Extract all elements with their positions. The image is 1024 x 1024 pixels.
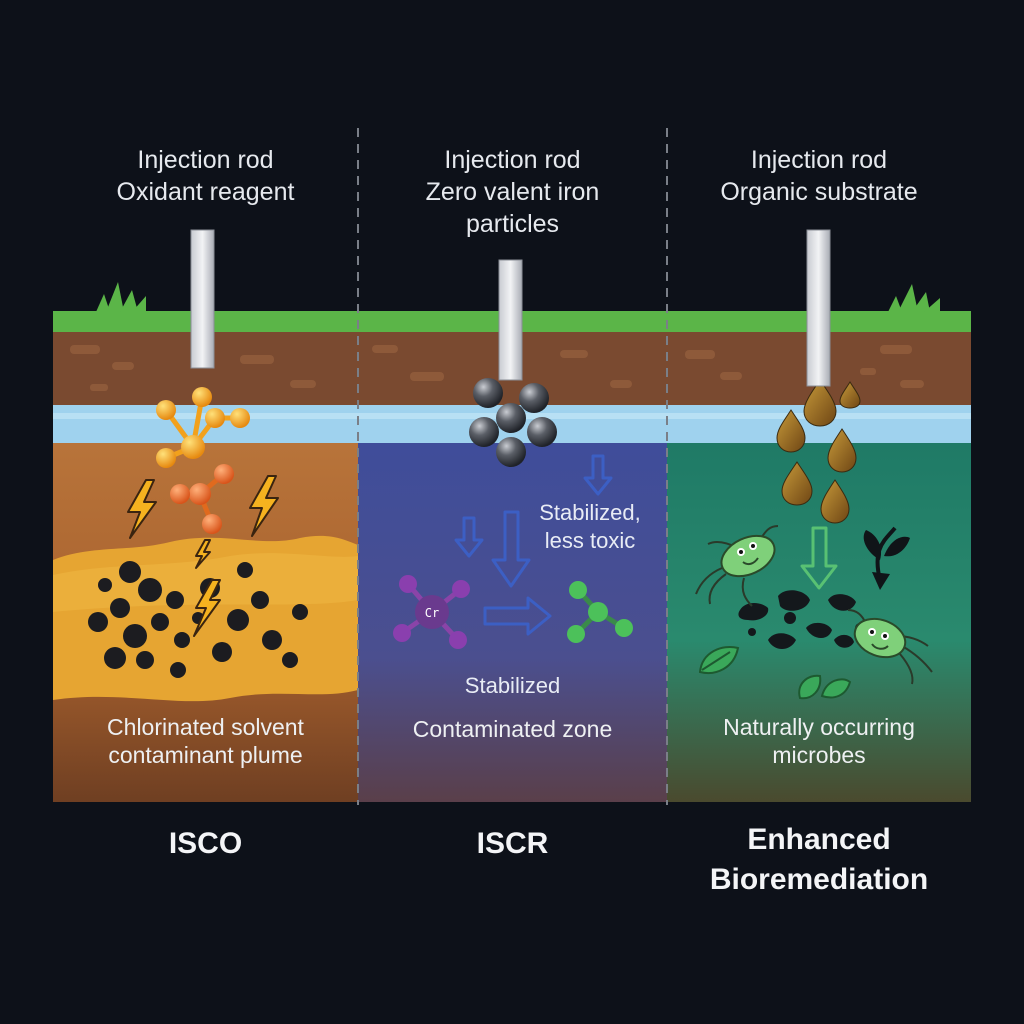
arrow-down-icon [491,510,531,588]
sprout-icon [863,530,910,560]
bio-rod-label: Injection rod Organic substrate [667,144,971,208]
stabilized-molecule [567,581,633,643]
bio-saturated-zone [667,443,971,802]
bio-method-title: Enhanced Bioremediation [667,820,971,900]
reagent-label-line: particles [465,210,560,238]
oxidant-molecule-lower [170,464,234,534]
soil-pebbles [70,345,924,391]
arrow-down-icon [800,526,838,590]
method-title-line: Enhanced [747,823,891,856]
grass-tuft-left [96,282,146,312]
curved-arrow-icon [875,526,897,581]
reagent-label-line: Organic substrate [720,178,918,206]
iscr-arrows [454,454,613,636]
bio-zone-label: Naturally occurring microbes [667,713,971,769]
bio-injection-rod [806,229,831,387]
annotation-line: Stabilized, [539,500,641,525]
grass-tuft-right [888,284,940,312]
zone-label-line: Naturally occurring [723,714,915,740]
zone-label-line: microbes [772,742,866,768]
iscr-injection-rod [498,259,523,381]
lightning-icon [127,475,279,637]
zone-label-line: Chlorinated solvent [107,714,304,740]
reagent-label-line: Zero valent iron [425,178,600,206]
arrow-down-icon [454,516,484,558]
leaf-icon [698,646,852,700]
microbe-icon [847,609,933,685]
chromium-molecule: Cr [393,575,470,649]
isco-injection-rod [190,229,215,369]
iscr-method-title: ISCR [476,827,549,860]
chromium-label: Cr [425,606,439,620]
contaminant-blobs [88,561,308,678]
microbe-icon [695,525,779,607]
arrow-down-icon [583,454,613,496]
isco-rod-label: Injection rod Oxidant reagent [53,144,358,208]
isco-method-title: ISCO [168,827,243,860]
arrow-right-icon [483,596,552,636]
oxidant-molecule-upper [156,387,250,468]
reagent-label-line: Oxidant reagent [116,178,295,206]
iscr-rod-label: Injection rod Zero valent iron particles [358,144,667,240]
stabilized-label: Stabilized [464,673,561,698]
method-title-line: Bioremediation [709,863,929,896]
rod-label-line: Injection rod [137,146,274,174]
stabilized-less-toxic-label: Stabilized, less toxic [520,499,660,555]
isco-zone-label: Chlorinated solvent contaminant plume [53,713,358,769]
annotation-line: less toxic [544,528,636,553]
iscr-zone-label: Contaminated zone [412,716,613,742]
zero-valent-iron-particles [469,378,557,467]
rod-label-line: Injection rod [750,146,888,174]
organic-substrate-droplets [776,379,861,524]
rod-label-line: Injection rod [444,146,581,174]
zone-label-line: contaminant plume [108,742,303,768]
